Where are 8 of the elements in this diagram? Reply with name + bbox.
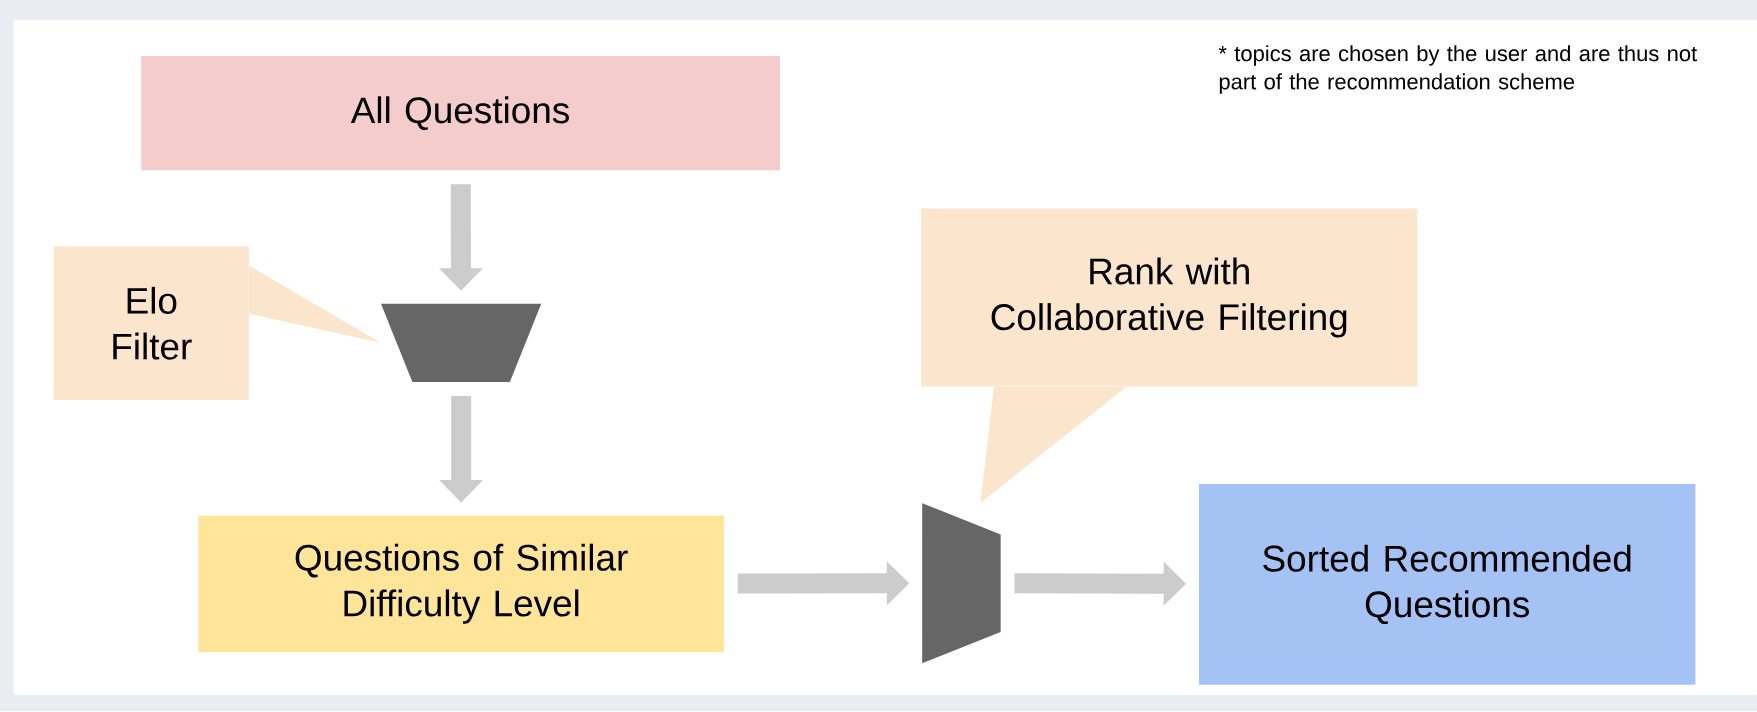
footnote: * topics are chosen by the user and are thus not part of the recommendation scheme xyxy=(1218,45,1698,94)
funnel-shape xyxy=(381,303,542,383)
question-box: Questions of Similar Difficulty Level xyxy=(198,515,724,653)
funnel-shape xyxy=(922,503,1001,664)
callout-tail xyxy=(249,265,381,344)
callout-tail xyxy=(980,387,1127,503)
question-box: Sorted Recommended Questions xyxy=(1199,484,1696,685)
question-box: All Questions xyxy=(141,56,780,171)
